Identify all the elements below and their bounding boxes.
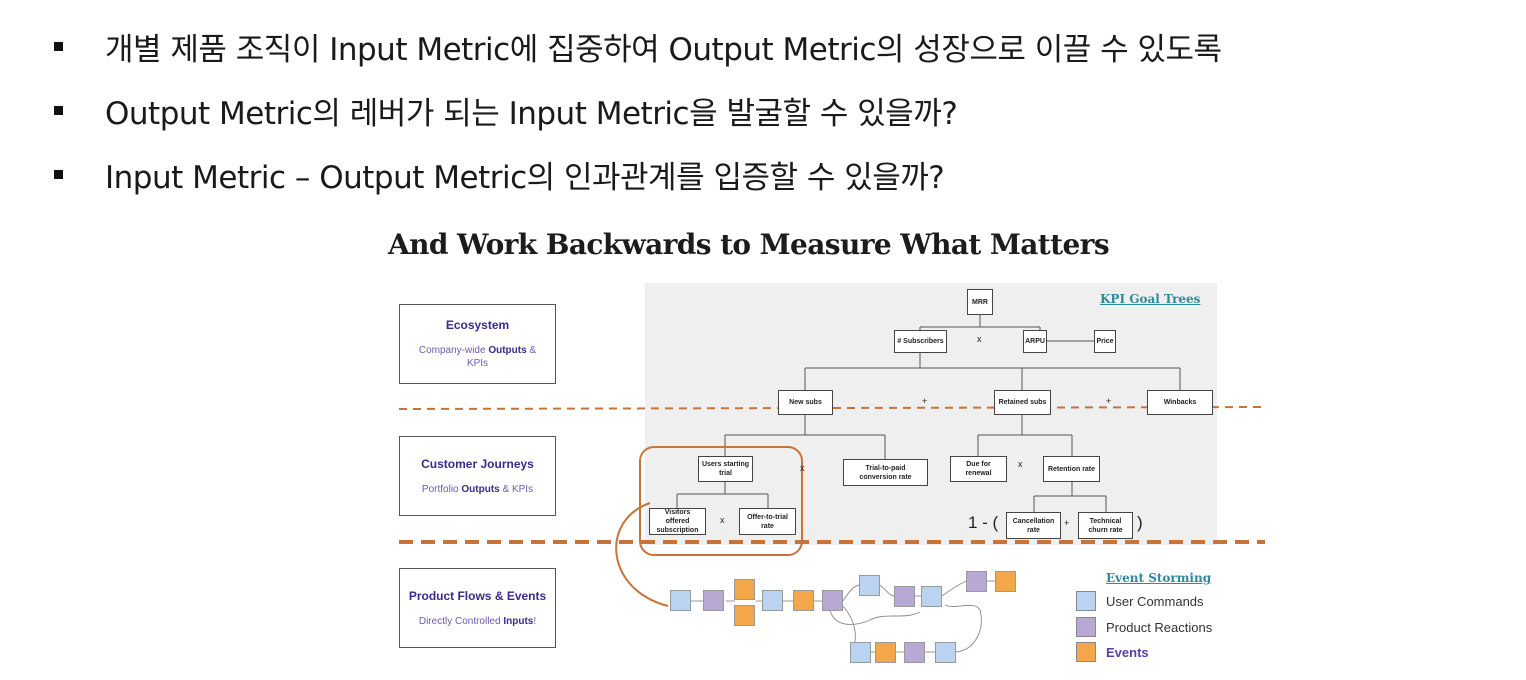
- node-new-subs: New subs: [778, 390, 833, 415]
- operator-plus: +: [1064, 518, 1070, 528]
- level-heading: Customer Journeys: [421, 456, 534, 471]
- node-retained-subs: Retained subs: [994, 390, 1051, 415]
- legend-label: Product Reactions: [1106, 619, 1213, 635]
- event-storming-title: Event Storming: [1106, 571, 1212, 585]
- event-sticky-note: [822, 590, 843, 611]
- bullet-text: 개별 제품 조직이 Input Metric에 집중하여 Output Metr…: [105, 31, 1222, 68]
- node-arpu: ARPU: [1023, 330, 1047, 353]
- level-subtitle: Directly Controlled Inputs!: [418, 615, 537, 627]
- legend-swatch-icon: [1076, 642, 1096, 662]
- event-sticky-note: [793, 590, 814, 611]
- operator-close-paren: ): [1137, 513, 1143, 532]
- legend-item-user-commands: User Commands: [1076, 591, 1204, 611]
- event-sticky-note: [762, 590, 783, 611]
- event-sticky-note: [703, 590, 724, 611]
- event-sticky-note: [894, 586, 915, 607]
- event-sticky-note: [850, 642, 871, 663]
- node-mrr: MRR: [967, 289, 993, 315]
- node-retention-rate: Retention rate: [1043, 456, 1100, 482]
- node-subscribers: # Subscribers: [894, 330, 947, 353]
- operator-times: x: [720, 515, 725, 525]
- legend-label: Events: [1106, 644, 1149, 660]
- bullet-text: Output Metric의 레버가 되는 Input Metric을 발굴할 …: [105, 95, 958, 132]
- bullet-list: 개별 제품 조직이 Input Metric에 집중하여 Output Metr…: [52, 14, 1492, 206]
- operator-plus: +: [922, 396, 928, 406]
- level-box-customer-journeys: Customer Journeys Portfolio Outputs & KP…: [399, 436, 556, 516]
- level-subtitle: Portfolio Outputs & KPIs: [421, 483, 534, 495]
- operator-times: x: [977, 334, 982, 344]
- operator-times: x: [800, 463, 805, 473]
- bullet-item: Input Metric – Output Metric의 인과관계를 입증할 …: [52, 142, 1492, 206]
- operator-plus: +: [1106, 396, 1112, 406]
- level-box-product-flows: Product Flows & Events Directly Controll…: [399, 568, 556, 648]
- node-users-starting-trial: Users starting trial: [698, 456, 753, 482]
- event-sticky-note: [734, 605, 755, 626]
- event-sticky-note: [904, 642, 925, 663]
- event-sticky-note: [935, 642, 956, 663]
- operator-one-minus: 1 - (: [968, 513, 999, 532]
- event-sticky-note: [921, 586, 942, 607]
- legend-swatch-icon: [1076, 617, 1096, 637]
- event-sticky-note: [670, 590, 691, 611]
- slide-title: And Work Backwards to Measure What Matte…: [388, 228, 1110, 261]
- node-cancellation-rate: Cancellation rate: [1006, 512, 1061, 539]
- event-sticky-note: [995, 571, 1016, 592]
- kpi-goal-trees-title: KPI Goal Trees: [1100, 292, 1201, 306]
- node-winbacks: Winbacks: [1147, 390, 1213, 415]
- bullet-marker-icon: [54, 41, 63, 51]
- legend-label: User Commands: [1106, 593, 1204, 609]
- legend-item-events: Events: [1076, 642, 1149, 662]
- node-trial-to-paid: Trial-to-paid conversion rate: [843, 459, 928, 486]
- event-sticky-note: [859, 575, 880, 596]
- operator-times: x: [1018, 459, 1023, 469]
- event-sticky-note: [966, 571, 987, 592]
- level-box-ecosystem: Ecosystem Company-wide Outputs & KPIs: [399, 304, 556, 384]
- bullet-item: 개별 제품 조직이 Input Metric에 집중하여 Output Metr…: [52, 14, 1492, 78]
- level-heading: Product Flows & Events: [408, 588, 547, 603]
- level-subtitle: Company-wide Outputs & KPIs: [418, 345, 537, 369]
- node-offer-to-trial: Offer-to-trial rate: [739, 508, 796, 535]
- bullet-marker-icon: [54, 169, 63, 179]
- bullet-item: Output Metric의 레버가 되는 Input Metric을 발굴할 …: [52, 78, 1492, 142]
- node-technical-churn: Technical churn rate: [1078, 512, 1133, 539]
- level-heading: Ecosystem: [445, 318, 510, 332]
- node-price: Price: [1094, 330, 1116, 353]
- event-sticky-note: [875, 642, 896, 663]
- node-visitors-offered: Visitors offered subscription: [649, 508, 706, 535]
- legend-swatch-icon: [1076, 591, 1096, 611]
- event-sticky-note: [734, 579, 755, 600]
- bullet-marker-icon: [54, 105, 63, 115]
- bullet-text: Input Metric – Output Metric의 인과관계를 입증할 …: [105, 159, 945, 196]
- legend-item-product-reactions: Product Reactions: [1076, 617, 1212, 637]
- node-due-for-renewal: Due for renewal: [950, 456, 1007, 482]
